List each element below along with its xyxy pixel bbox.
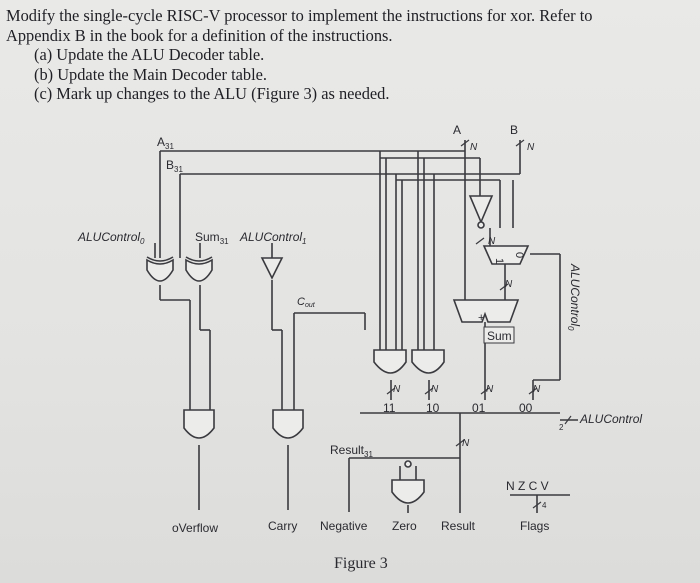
question-part-c: (c) Mark up changes to the ALU (Figure 3… xyxy=(34,84,390,103)
label-n: N xyxy=(486,384,494,395)
alu-wires xyxy=(154,140,578,513)
label-mux-10: 10 xyxy=(426,401,440,415)
label-alucontrol: ALUControl xyxy=(579,412,642,426)
label-n: N xyxy=(505,279,513,290)
label-n: N xyxy=(527,142,535,153)
label-n: N xyxy=(462,438,470,449)
label-n: N xyxy=(431,384,439,395)
xor-gate xyxy=(185,258,213,282)
label-a31: A31 xyxy=(157,135,174,151)
question-line-1: Modify the single-cycle RISC-V processor… xyxy=(6,6,593,25)
xor-gate xyxy=(146,258,174,282)
label-b: B xyxy=(510,123,518,137)
label-mux-00: 00 xyxy=(519,401,533,415)
and-gate xyxy=(272,409,304,439)
logic-gates xyxy=(146,195,530,504)
label-flags: Flags xyxy=(520,519,549,533)
figure-caption: Figure 3 xyxy=(334,555,388,572)
label-n: N xyxy=(393,384,401,395)
label-result: Result xyxy=(441,519,476,533)
nor-gate xyxy=(391,479,425,504)
bus-width-ticks xyxy=(386,139,572,509)
label-n: N xyxy=(533,384,541,395)
label-n: N xyxy=(488,236,496,247)
label-n: N xyxy=(470,142,478,153)
inverter-gate xyxy=(260,257,284,280)
question-text: Modify the single-cycle RISC-V processor… xyxy=(6,6,696,104)
label-two: 2 xyxy=(559,423,564,432)
label-alucontrol1: ALUControl1 xyxy=(239,230,306,246)
figure-labels: A B N N A31 B31 ALUControl0 Sum31 ALUCon… xyxy=(77,123,642,572)
label-alucontrol0-left: ALUControl0 xyxy=(77,230,145,246)
question-part-a: (a) Update the ALU Decoder table. xyxy=(34,45,265,64)
label-plus: + xyxy=(478,312,484,324)
label-mux-01: 01 xyxy=(472,401,486,415)
label-result31: Result31 xyxy=(330,443,373,459)
label-cout: Cout xyxy=(297,296,316,309)
label-negative: Negative xyxy=(320,519,368,533)
label-alucontrol0-right: ALUControl0 xyxy=(566,263,582,331)
inverter-gate xyxy=(468,195,494,225)
label-carry: Carry xyxy=(268,519,297,533)
label-a: A xyxy=(453,123,461,137)
label-sum31: Sum31 xyxy=(195,230,229,246)
question-line-2: Appendix B in the book for a definition … xyxy=(6,25,393,45)
question-part-b: (b) Update the Main Decoder table. xyxy=(34,64,268,84)
label-b31: B31 xyxy=(166,158,183,174)
label-sum: Sum xyxy=(487,329,512,343)
label-mux-0: 0 xyxy=(513,252,525,258)
label-nzcv: N Z C V xyxy=(506,479,549,493)
and-gate xyxy=(411,349,445,374)
label-overflow: oVerflow xyxy=(172,521,218,535)
mux xyxy=(482,245,530,265)
adder xyxy=(452,299,520,323)
and-gate xyxy=(183,409,215,439)
label-mux-11: 11 xyxy=(383,401,396,415)
label-zero-flag: Zero xyxy=(392,519,417,533)
or-gate xyxy=(373,349,407,374)
label-four: 4 xyxy=(542,501,547,510)
sum-box xyxy=(483,326,515,344)
label-mux-1: 1 xyxy=(493,258,505,264)
